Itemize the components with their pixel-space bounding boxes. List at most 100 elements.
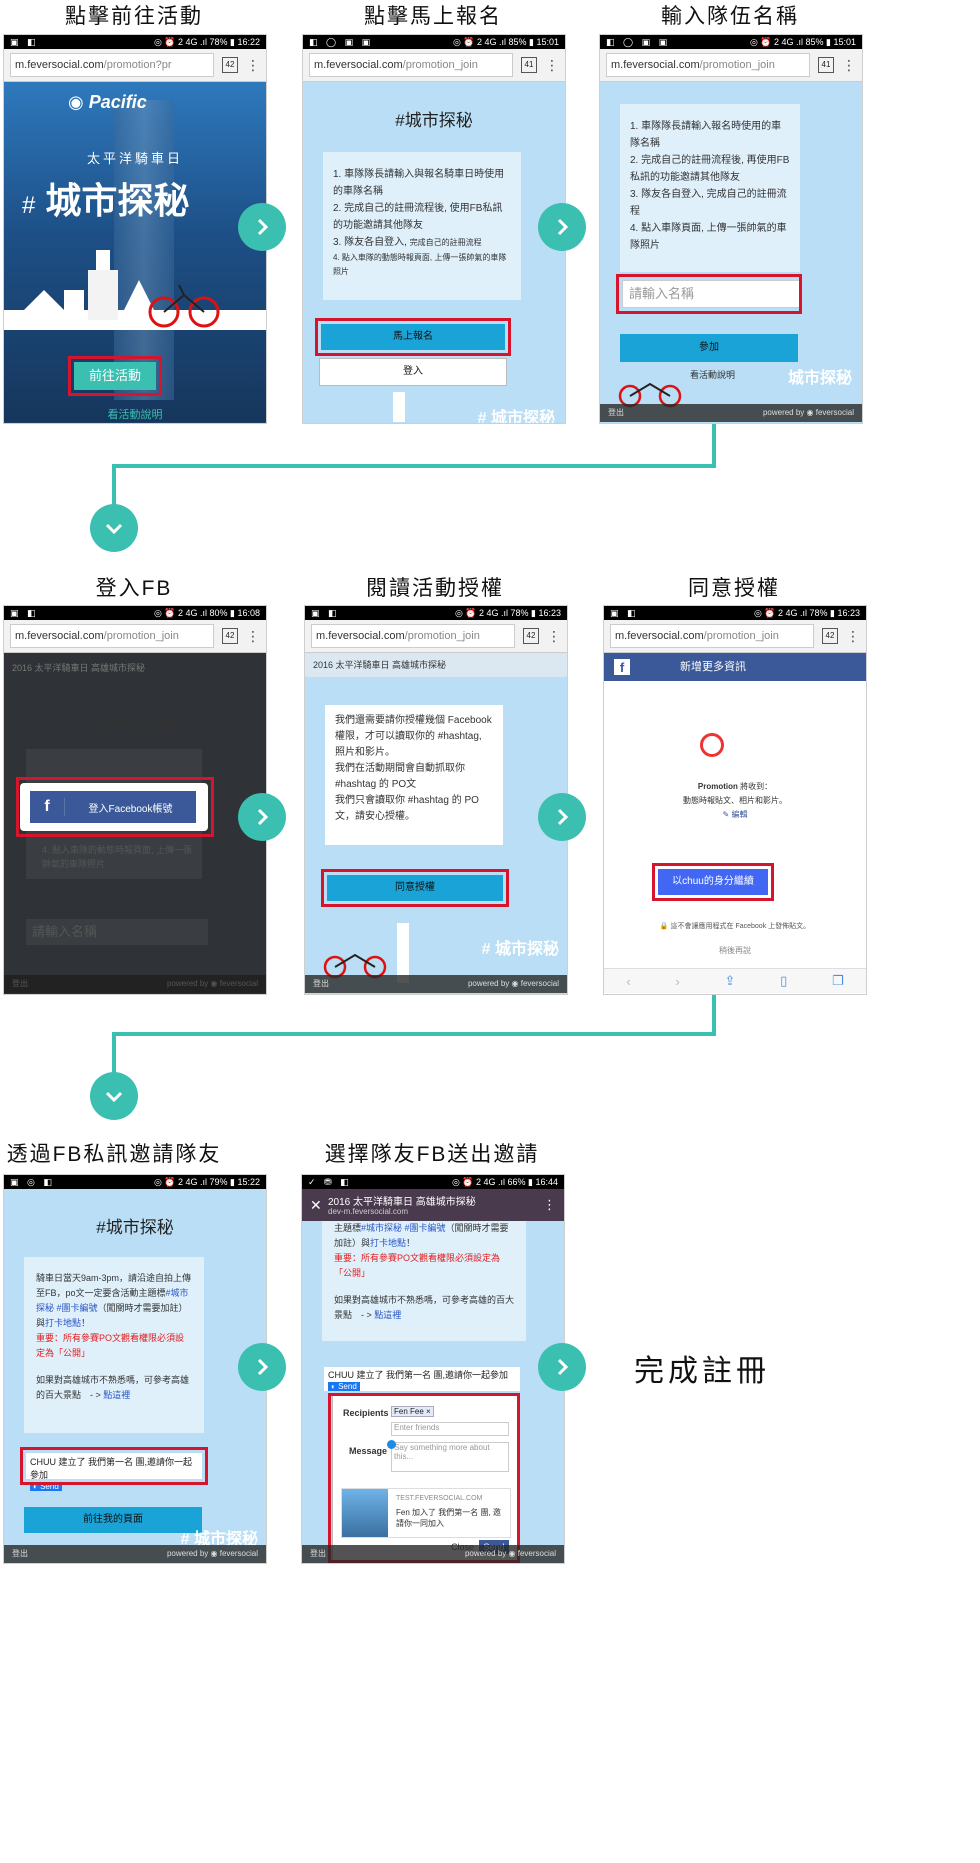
- chevron-right-icon: [557, 218, 569, 236]
- tab-count-icon[interactable]: 42: [822, 628, 838, 644]
- logout-link[interactable]: 登出: [608, 408, 624, 417]
- status-bar: ▣ ◧◎ ⏰ 2 4G .ıl 78% ▮ 16:23: [305, 606, 567, 620]
- page-title: #城市探秘: [395, 111, 473, 130]
- status-bar: ◧ ◯ ▣ ▣◎ ⏰ 2 4G .ıl 85% ▮ 15:01: [600, 35, 862, 49]
- url-field[interactable]: m.feversocial.com/promotion_join: [610, 624, 814, 648]
- highlight-box: [16, 777, 214, 837]
- menu-icon[interactable]: ⋮: [545, 56, 559, 73]
- continue-as-button[interactable]: 以chuu的身分繼續: [658, 869, 768, 895]
- tab-count-icon[interactable]: 41: [818, 57, 834, 73]
- invite-message: CHUU 建立了 我們第一名 團,邀請你一起參加 ◐ Send: [324, 1367, 520, 1391]
- logout-link[interactable]: 登出: [313, 979, 329, 988]
- menu-icon[interactable]: ⋮: [543, 1197, 556, 1212]
- highlight-box: [616, 274, 802, 314]
- rule-4: 4. 點入車隊的動態時報頁面, 上傳一張帥氣的車隊照片: [42, 845, 193, 869]
- highlight-box: [321, 869, 509, 907]
- connector-line: [112, 464, 716, 468]
- authorize-button[interactable]: 同意授權: [327, 875, 503, 901]
- menu-icon[interactable]: ⋮: [842, 56, 856, 73]
- subtitle: 太平洋騎車日: [86, 151, 183, 166]
- url-field[interactable]: m.feversocial.com/promotion_join: [309, 53, 513, 77]
- login-button[interactable]: 登入: [319, 358, 507, 386]
- url-field[interactable]: m.feversocial.com/promotion?pr: [10, 53, 214, 77]
- menu-icon[interactable]: ⋮: [846, 627, 860, 644]
- feversocial-logo-icon: ◉: [210, 979, 218, 988]
- fb-login-button[interactable]: f 登入Facebook帳號: [30, 791, 196, 823]
- page-title: #城市探秘: [96, 1218, 174, 1237]
- cursor-handle-icon[interactable]: [387, 1440, 396, 1449]
- permission-list: 動態時報貼文、相片和影片。: [683, 796, 787, 805]
- url-field[interactable]: m.feversocial.com/promotion_join: [10, 624, 214, 648]
- edit-link[interactable]: ✎ 編輯: [722, 810, 748, 819]
- friends-input[interactable]: Enter friends: [391, 1422, 509, 1436]
- browser-url-bar[interactable]: m.feversocial.com/promotion?pr 42 ⋮: [4, 49, 266, 82]
- logout-link[interactable]: 登出: [310, 1549, 326, 1558]
- next-arrow-1: [238, 203, 286, 251]
- phone-6: ▣ ◧◎ ⏰ 2 4G .ıl 78% ▮ 16:23 m.feversocia…: [603, 605, 867, 995]
- tab-count-icon[interactable]: 41: [521, 57, 537, 73]
- share-icon[interactable]: ⇪: [724, 973, 736, 988]
- tower-illustration: [397, 923, 409, 983]
- back-icon[interactable]: ‹: [626, 973, 631, 989]
- tab-count-icon[interactable]: 42: [222, 57, 238, 73]
- tab-count-icon[interactable]: 42: [222, 628, 238, 644]
- step-5-caption: 閱讀活動授權: [366, 577, 504, 600]
- hero: ◉ Pacific 太平洋騎車日 # 城市探秘 前往活動 看活動說明: [4, 82, 266, 422]
- menu-icon[interactable]: ⋮: [246, 627, 260, 644]
- phone-5: ▣ ◧◎ ⏰ 2 4G .ıl 78% ▮ 16:23 m.feversocia…: [304, 605, 568, 995]
- step-8-caption: 選擇隊友FB送出邀請: [324, 1143, 540, 1166]
- feversocial-logo-icon: ◉: [806, 408, 814, 417]
- next-arrow-3: [238, 793, 286, 841]
- browser-url-bar[interactable]: m.feversocial.com/promotion_join 42 ⋮: [4, 620, 266, 653]
- messenger-icon: ◐: [331, 1382, 336, 1391]
- chevron-right-icon: [257, 218, 269, 236]
- url-field[interactable]: m.feversocial.com/promotion_join: [311, 624, 515, 648]
- close-icon[interactable]: ✕: [310, 1197, 322, 1213]
- safari-toolbar: ‹ › ⇪ ▯ ❐: [604, 968, 866, 993]
- later-link[interactable]: 稍後再說: [719, 946, 751, 955]
- skyline-illustration: [4, 250, 266, 330]
- menu-icon[interactable]: ⋮: [547, 627, 561, 644]
- tab-count-icon[interactable]: 42: [523, 628, 539, 644]
- forward-icon[interactable]: ›: [675, 973, 680, 989]
- highlight-box: [328, 1393, 520, 1563]
- browser-url-bar[interactable]: m.feversocial.com/promotion_join 41 ⋮: [303, 49, 565, 82]
- bookmarks-icon[interactable]: ▯: [780, 973, 788, 988]
- logout-link[interactable]: 登出: [12, 979, 28, 988]
- chevron-right-icon: [557, 808, 569, 826]
- tabs-icon[interactable]: ❐: [831, 973, 844, 988]
- step-2-caption: 點擊馬上報名: [364, 5, 502, 28]
- url-field[interactable]: m.feversocial.com/promotion_join: [606, 53, 810, 77]
- browser-url-bar[interactable]: m.feversocial.com/promotion_join 42 ⋮: [604, 620, 866, 653]
- phone-8: ✓ ⛃ ◧◎ ⏰ 2 4G .ıl 66% ▮ 16:44 ✕ 2016 太平洋…: [301, 1174, 565, 1564]
- event-info-link[interactable]: 看活動說明: [690, 370, 736, 380]
- recipient-chip[interactable]: Fen Fee ×: [391, 1406, 434, 1417]
- event-info-link[interactable]: 看活動說明: [107, 409, 163, 421]
- connector-line: [112, 1032, 116, 1074]
- connector-line: [112, 464, 116, 506]
- signup-button[interactable]: 馬上報名: [321, 324, 505, 350]
- logout-link[interactable]: 登出: [12, 1549, 28, 1558]
- chevron-right-icon: [257, 808, 269, 826]
- phone-3: ◧ ◯ ▣ ▣◎ ⏰ 2 4G .ıl 85% ▮ 15:01 m.fevers…: [599, 34, 863, 424]
- lock-icon: 🔒: [659, 923, 669, 930]
- browser-url-bar[interactable]: m.feversocial.com/promotion_join 41 ⋮: [600, 49, 862, 82]
- join-button[interactable]: 參加: [620, 334, 798, 362]
- phone-4: ▣ ◧◎ ⏰ 2 4G .ıl 80% ▮ 16:08 m.feversocia…: [3, 605, 267, 995]
- fb-header: f 新增更多資訊: [604, 653, 866, 681]
- messenger-send-badge[interactable]: ◐ Send: [30, 1482, 62, 1491]
- browser-url-bar[interactable]: m.feversocial.com/promotion_join 42 ⋮: [305, 620, 567, 653]
- team-name-input[interactable]: 請輸入名稱: [622, 280, 800, 308]
- status-bar: ✓ ⛃ ◧◎ ⏰ 2 4G .ıl 66% ▮ 16:44: [302, 1175, 564, 1189]
- go-to-event-button[interactable]: 前往活動: [74, 362, 156, 390]
- facebook-icon: f: [614, 659, 630, 675]
- highlight-box: [315, 318, 511, 356]
- menu-icon[interactable]: ⋮: [246, 56, 260, 73]
- messenger-send-badge[interactable]: ◐ Send: [328, 1382, 360, 1391]
- step-1-caption: 點擊前往活動: [65, 5, 203, 28]
- message-input[interactable]: Say something more about this...: [391, 1442, 509, 1472]
- my-page-button[interactable]: 前往我的頁面: [24, 1507, 202, 1533]
- team-name-input[interactable]: 請輸入名稱: [26, 919, 208, 945]
- highlight-box: [68, 356, 162, 396]
